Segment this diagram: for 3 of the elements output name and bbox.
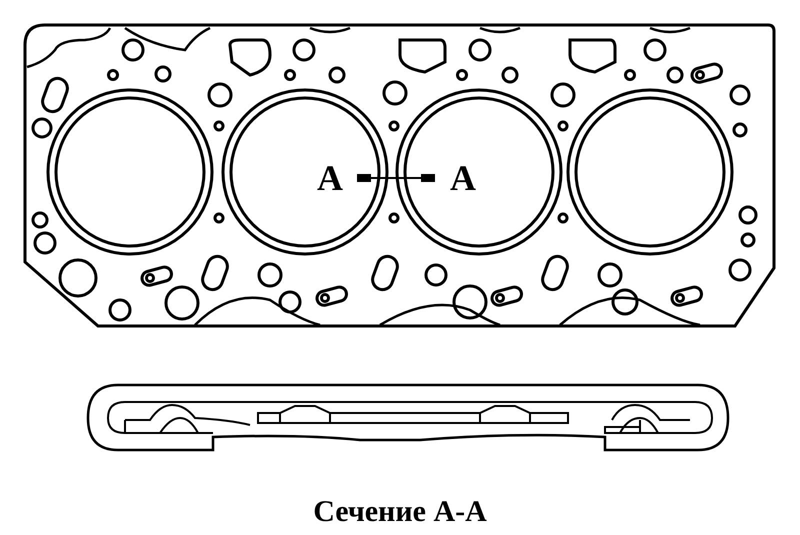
section-label: A	[450, 160, 476, 196]
section-label: A	[317, 160, 343, 196]
caption: Сечение A-A	[312, 494, 488, 530]
